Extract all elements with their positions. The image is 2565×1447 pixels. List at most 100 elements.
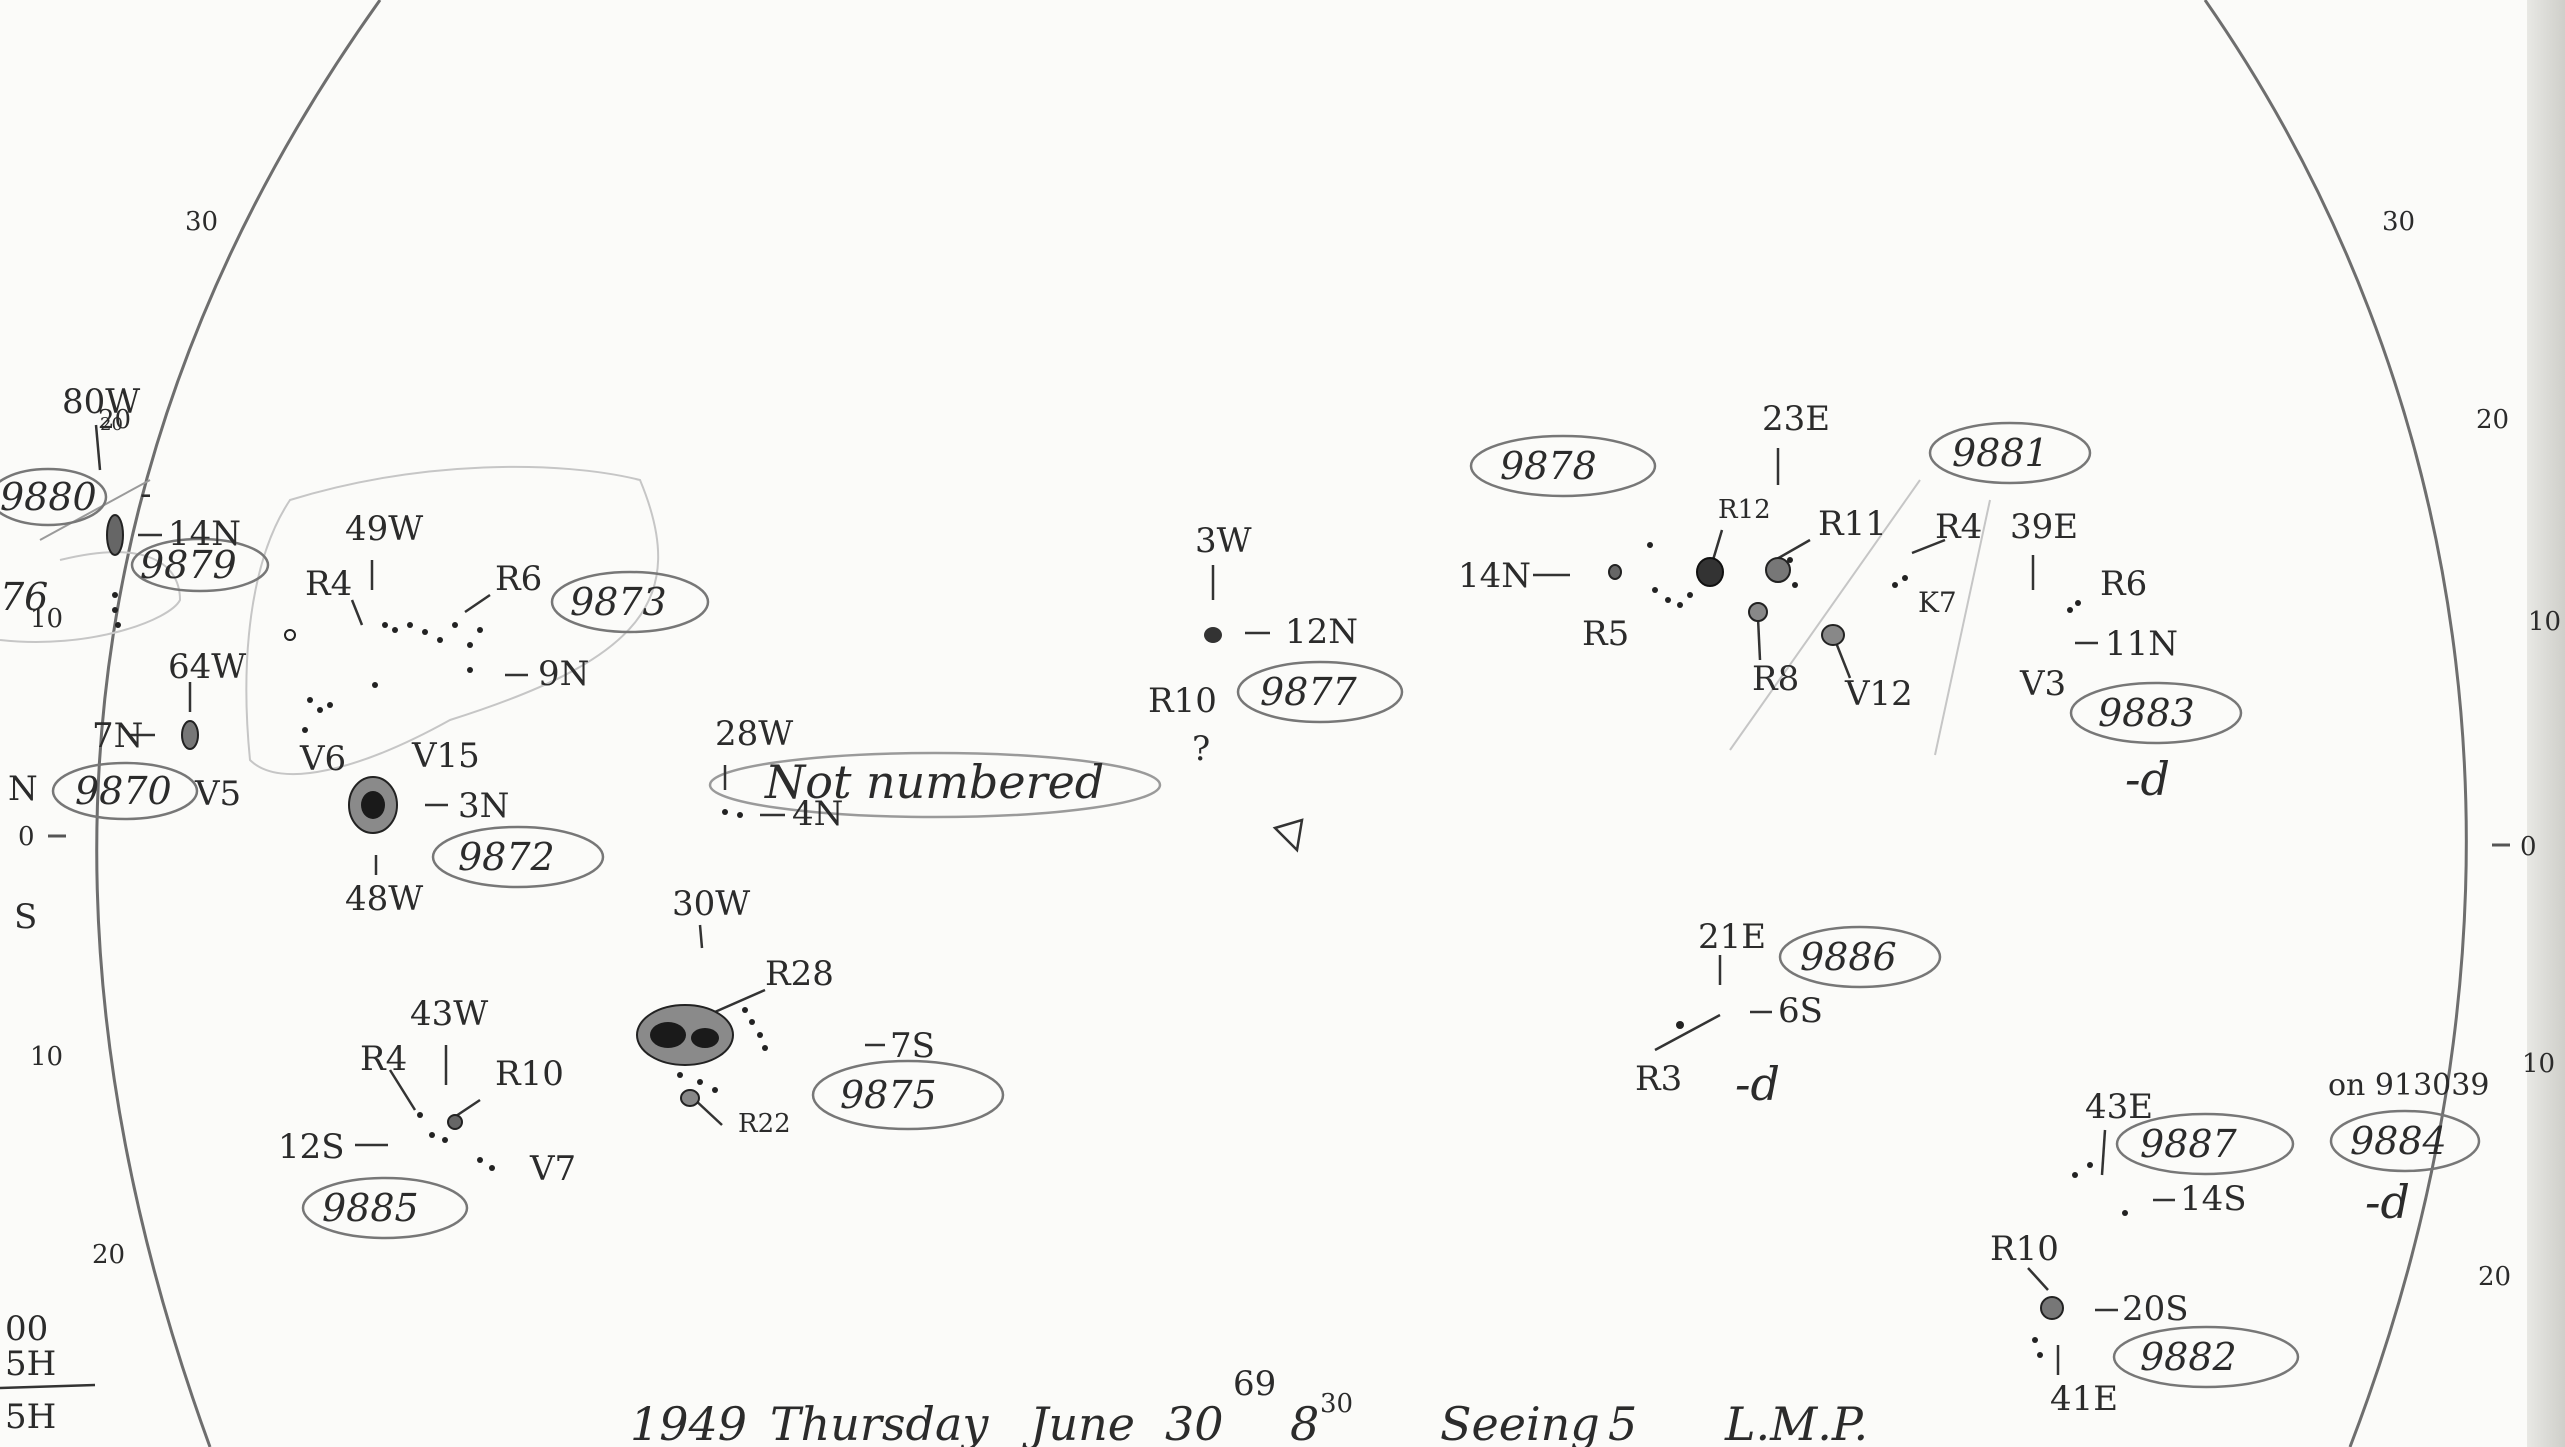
group-number-9882: 9882 — [2140, 1335, 2237, 1379]
label-v12: V12 — [1844, 674, 1913, 714]
label-r28: R28 — [765, 954, 834, 994]
hemisphere-north-label: N — [8, 769, 38, 809]
sunspot-9873-lead — [284, 629, 296, 641]
oval-9881 — [1928, 421, 2092, 485]
label-64w: 64W — [168, 647, 246, 687]
label-v6: V6 — [299, 739, 346, 779]
group-number-9875: 9875 — [840, 1073, 937, 1117]
oval-9879 — [130, 537, 270, 593]
solar-limb-right — [2203, 0, 2468, 1447]
label-v7: V7 — [529, 1149, 576, 1189]
sunspot-9885 — [447, 1114, 463, 1130]
sunspot-9875-follower — [680, 1089, 700, 1107]
label-39e: 39E — [2010, 507, 2078, 547]
label-3w: 3W — [1195, 521, 1252, 561]
label-v5: V5 — [194, 774, 241, 814]
footer-year: 1949 — [630, 1397, 747, 1447]
limb-tick-right-20n: 20 — [2476, 405, 2509, 435]
footer-observer: L.M.P. — [1724, 1397, 1868, 1447]
limb-tick-left-30n: 30 — [185, 207, 218, 237]
oval-9873 — [550, 570, 710, 634]
label-r22: R22 — [738, 1109, 791, 1139]
label-r4-9881: R4 — [1935, 507, 1982, 547]
paper-edge-shadow — [2527, 0, 2565, 1447]
oval-9870 — [51, 761, 199, 821]
label-6s: 6S — [1778, 991, 1823, 1031]
pointer-43e — [2100, 1129, 2107, 1176]
label-r10-9885: R10 — [495, 1054, 564, 1094]
label-d-9883: -d — [2125, 752, 2170, 806]
sunspot-9870 — [181, 720, 199, 750]
label-k7: K7 — [1918, 586, 1957, 619]
label-7n: 7N — [92, 716, 143, 756]
limb-tick-right-10s: 10 — [2522, 1049, 2555, 1079]
oval-9887 — [2115, 1112, 2295, 1176]
limb-tick-left-0: 0 — [18, 822, 35, 852]
label-20: 20 — [100, 414, 123, 435]
label-9n: 9N — [538, 654, 589, 694]
group-number-9872: 9872 — [458, 835, 555, 879]
group-number-9881: 9881 — [1952, 431, 2049, 475]
pointer-r8 — [1756, 617, 1762, 661]
oval-9875 — [811, 1059, 1005, 1131]
hemisphere-south-label: S — [14, 897, 37, 937]
sunspot-9875-umbra-b — [691, 1028, 719, 1048]
group-divider-9881-b — [1934, 499, 1991, 756]
label-r4-9873: R4 — [305, 564, 352, 604]
oval-9883 — [2069, 681, 2243, 745]
limb-tick-left-10n: 10 — [30, 604, 63, 634]
label-43e: 43E — [2085, 1087, 2153, 1127]
oval-not-numbered — [708, 751, 1162, 819]
label-49w: 49W — [345, 509, 423, 549]
pores — [112, 542, 2128, 1358]
limb-tick-right-10n: 10 — [2528, 607, 2561, 637]
pointer-r28 — [707, 988, 766, 1017]
label-20s: 20S — [2122, 1289, 2189, 1329]
sunspot-9878-c — [1608, 564, 1622, 580]
label-43w: 43W — [410, 994, 488, 1034]
solar-limb-left — [95, 0, 382, 1447]
oval-9886 — [1778, 925, 1942, 989]
group-number-9879: 9879 — [140, 543, 237, 587]
label-3n: 3N — [458, 786, 509, 826]
pointer-r3 — [1654, 1013, 1721, 1052]
label-14s: 14S — [2180, 1179, 2247, 1219]
label-r12: R12 — [1718, 495, 1771, 525]
limb-tick-right-0: 0 — [2520, 832, 2537, 862]
oval-9877 — [1236, 660, 1404, 724]
oval-9878 — [1469, 434, 1657, 498]
limb-tick-right-20s: 20 — [2478, 1262, 2511, 1292]
label-question: ? — [1192, 729, 1210, 769]
sunspot-9879 — [106, 514, 124, 556]
corner-note-line-1: 00 — [5, 1309, 48, 1349]
group-number-9870: 9870 — [75, 769, 172, 813]
oval-9880 — [0, 467, 108, 527]
footer-weekday: Thursday — [770, 1397, 989, 1447]
footer-month: June — [1022, 1397, 1135, 1447]
oval-9872 — [431, 825, 605, 889]
label-on-913039: on 913039 — [2328, 1068, 2489, 1103]
pointer-30w — [698, 924, 704, 949]
label-r5: R5 — [1582, 614, 1629, 654]
footer-seeing-label: Seeing — [1440, 1397, 1600, 1447]
label-41e: 41E — [2050, 1379, 2118, 1419]
pointer-r4-9873 — [350, 599, 364, 626]
label-80w: 80W — [62, 382, 140, 422]
group-divider-9880 — [39, 479, 151, 541]
label-7s: 7S — [890, 1026, 935, 1066]
footer-time: 8 — [1290, 1397, 1319, 1447]
group-number-9877: 9877 — [1260, 670, 1358, 714]
sunspot-9872-umbra — [361, 791, 385, 819]
corner-note-line-2: 5H — [5, 1344, 56, 1384]
label-14n-9878: 14N — [1458, 556, 1531, 596]
group-number-9883: 9883 — [2098, 691, 2195, 735]
sunspot-9878-b — [1748, 602, 1768, 622]
corner-note-rule — [0, 1383, 96, 1390]
pointer-r11 — [1774, 538, 1811, 562]
label-v3: V3 — [2019, 664, 2066, 704]
label-23e: 23E — [1762, 399, 1830, 439]
label-12n: 12N — [1285, 612, 1358, 652]
group-number-9886: 9886 — [1800, 935, 1897, 979]
label-r10-9877: R10 — [1148, 681, 1217, 721]
